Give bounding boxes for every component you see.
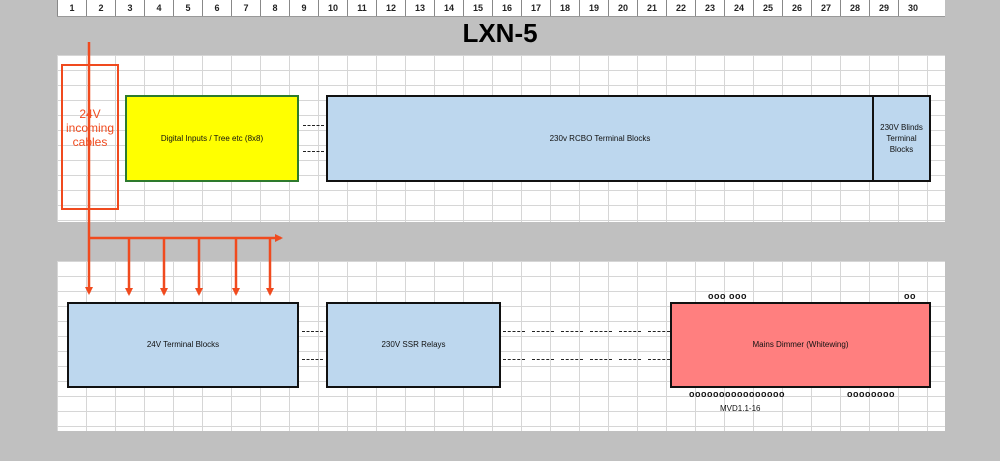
connector-dash: [648, 331, 670, 332]
connector-dash: [532, 359, 554, 360]
column-number: 8: [260, 0, 289, 16]
dimmer-id-label: MVD1.1-16: [720, 404, 761, 413]
column-number: 10: [318, 0, 347, 16]
connector-dash: [590, 331, 612, 332]
rcbo-block: 230v RCBO Terminal Blocks: [326, 95, 874, 182]
connector-dash: [302, 331, 323, 332]
terminal-24v-label: 24V Terminal Blocks: [146, 340, 220, 350]
column-number: 3: [115, 0, 144, 16]
column-number: 15: [463, 0, 492, 16]
connector-dash: [503, 359, 525, 360]
connector-dash: [503, 331, 525, 332]
top-panel: Digital Inputs / Tree etc (8x8) 230v RCB…: [57, 55, 945, 222]
column-number: 30: [898, 0, 927, 16]
digital-inputs-label: Digital Inputs / Tree etc (8x8): [160, 133, 264, 143]
terminal-24v-block: 24V Terminal Blocks: [67, 302, 299, 388]
dimmer-top-dots-right: oo: [904, 291, 916, 301]
column-number: 25: [753, 0, 782, 16]
connector-dash: [619, 359, 641, 360]
column-number: 5: [173, 0, 202, 16]
rcbo-label: 230v RCBO Terminal Blocks: [549, 133, 651, 143]
column-number: 21: [637, 0, 666, 16]
incoming-cables-label: 24V incoming cables: [65, 107, 115, 149]
column-number: 4: [144, 0, 173, 16]
connector-dash: [302, 359, 323, 360]
column-number: 19: [579, 0, 608, 16]
dimmer-bottom-dots-left: oooooooooooooooo: [689, 389, 785, 399]
connector-dash: [561, 359, 583, 360]
column-number: 7: [231, 0, 260, 16]
column-number: 17: [521, 0, 550, 16]
column-number: 13: [405, 0, 434, 16]
column-number: 28: [840, 0, 869, 16]
connector-dash: [303, 151, 324, 152]
blinds-block: 230V Blinds Terminal Blocks: [872, 95, 931, 182]
column-number: 1: [57, 0, 86, 16]
dimmer-label: Mains Dimmer (Whitewing): [752, 340, 849, 350]
column-number: 14: [434, 0, 463, 16]
column-number: 29: [869, 0, 898, 16]
column-number: 26: [782, 0, 811, 16]
column-number: 27: [811, 0, 840, 16]
connector-dash: [303, 125, 324, 126]
column-number: 12: [376, 0, 405, 16]
dimmer-bottom-dots-right: oooooooo: [847, 389, 895, 399]
connector-dash: [648, 359, 670, 360]
column-number: 6: [202, 0, 231, 16]
connector-dash: [590, 359, 612, 360]
connector-dash: [532, 331, 554, 332]
column-number: 24: [724, 0, 753, 16]
dimmer-block: Mains Dimmer (Whitewing): [670, 302, 931, 388]
column-number: 20: [608, 0, 637, 16]
column-number: 9: [289, 0, 318, 16]
column-number: 18: [550, 0, 579, 16]
diagram-title: LXN-5: [462, 18, 538, 48]
column-number: 23: [695, 0, 724, 16]
column-number: 22: [666, 0, 695, 16]
bottom-panel: ooo ooo oo 24V Terminal Blocks 230V SSR …: [57, 261, 945, 431]
ssr-label: 230V SSR Relays: [381, 340, 446, 350]
ssr-block: 230V SSR Relays: [326, 302, 501, 388]
digital-inputs-block: Digital Inputs / Tree etc (8x8): [125, 95, 299, 182]
blinds-label: 230V Blinds Terminal Blocks: [880, 122, 923, 155]
connector-dash: [561, 331, 583, 332]
column-number: 11: [347, 0, 376, 16]
connector-dash: [619, 331, 641, 332]
column-number: 16: [492, 0, 521, 16]
dimmer-top-dots-left: ooo ooo: [708, 291, 747, 301]
column-number: 2: [86, 0, 115, 16]
